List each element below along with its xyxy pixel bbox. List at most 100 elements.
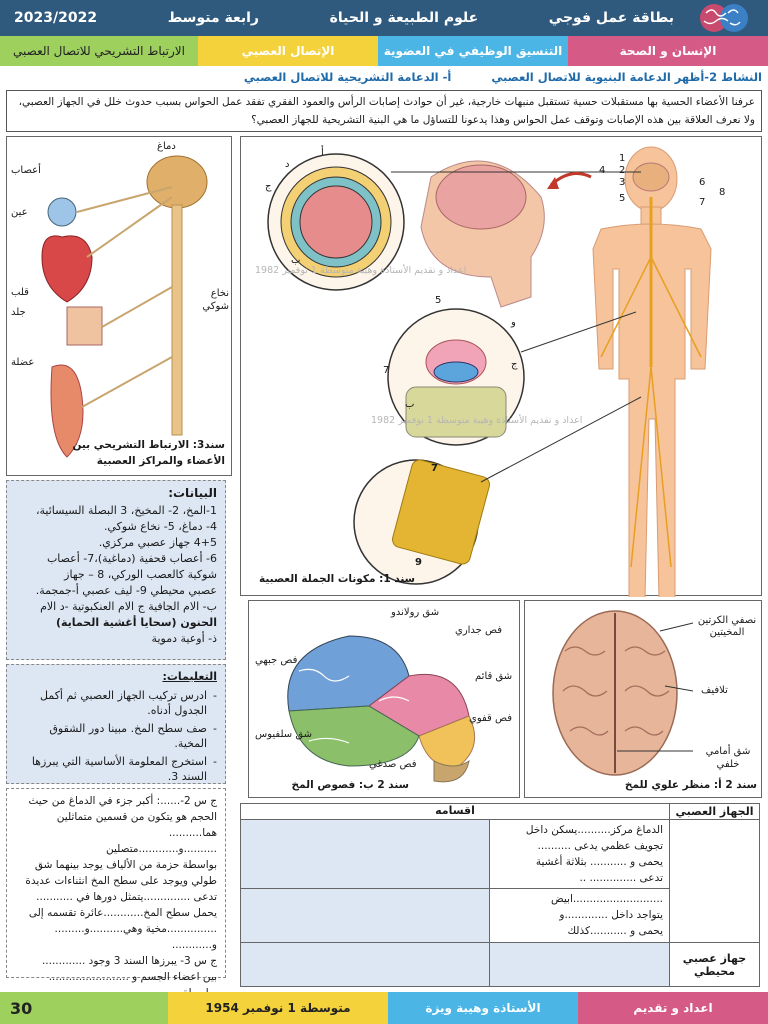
header-title-group: بطاقة عمل فوجي [549, 1, 760, 35]
nerve-fiber-bundle [353, 459, 490, 585]
topic-tabs: الإنسان و الصحة التنسيق الوظيفي في العضو… [0, 36, 768, 66]
instruction-text: صف سطح المخ. مبينا دور الشقوق المخية. [49, 722, 208, 750]
instruction-item: -استخرج المعلومة الأساسية التي يبرزها ال… [15, 754, 217, 784]
body-label-8: 8 [719, 187, 726, 198]
doc2a-caption: سند 2 أ: منظر علوي للمخ [624, 779, 757, 791]
table-line: ...........................ابيض [551, 893, 663, 905]
answer-line: بين اعضاء الجسم و ......................… [48, 971, 217, 983]
body-label-6: 6 [699, 177, 706, 188]
activity-heading: النشاط 2-أظهر الدعامة البنيوية للاتصال ا… [244, 70, 762, 84]
table-cell-blank[interactable] [240, 942, 490, 987]
doc2a-label-fissure: شق أمامي خلفي [705, 746, 751, 770]
card-title: بطاقة عمل فوجي [548, 10, 674, 26]
table-line: تجويف عظمي يدعى .......... [537, 840, 663, 852]
instruction-item: -صف سطح المخ. مبينا دور الشقوق المخية. [15, 721, 217, 751]
brain-label-d: د [285, 159, 290, 170]
tab-human-health: الإنسان و الصحة [568, 36, 768, 66]
legend-line: شوكية كالعصب الوركي، 8 – جهاز [64, 568, 217, 581]
footer-teacher: الأستاذة وهيبة ويزة [388, 992, 578, 1024]
doc3-spinal-cord [171, 204, 183, 436]
frontal-lobe [287, 635, 410, 712]
brain-logo-icon [700, 4, 748, 32]
doc3-skin [66, 306, 103, 346]
table-line: يحمى و ........... بثلاثة أغشية [535, 856, 663, 868]
doc2b-label-vertical-fissure: شق قائم [475, 671, 513, 682]
answer-line: بواسطة حزمة من الألياف يوجد بينهما شق [34, 859, 217, 871]
table-line: يتواجد داخل .............و [559, 909, 663, 921]
doc2a-label-hemispheres: نصفي الكرتين المخيتين [697, 615, 757, 638]
cerebellum [433, 759, 470, 783]
doc3-label-spinal: نخاع شوكي [202, 288, 229, 312]
footer-bar: اعداد و تقديم الأستاذة وهيبة ويزة متوسطة… [0, 992, 768, 1024]
body-label-4: 4 [599, 165, 606, 176]
answer-line: طولي ويوجد على سطح المخ انثناءات عديدة [25, 875, 217, 887]
body-label-7: 7 [699, 197, 706, 208]
doc2b-illustration [287, 635, 476, 783]
doc2b-caption: سند 2 ب: فصوص المخ [291, 779, 409, 791]
nervous-system-table: الجهاز العصبي اقسامه الدماغ مركز........… [240, 803, 760, 987]
body-label-5: 5 [619, 193, 626, 204]
answer-line: ..........و............متصلين [105, 843, 217, 855]
brain-label-b: ب [291, 255, 301, 266]
activity-subtitle: أ- الدعامة التشريحية للاتصال العصبي [243, 70, 452, 84]
tab-anatomical-link: الارتباط التشريحي للاتصال العصبي [0, 36, 198, 66]
doc2b-panel: شق رولاندو فص جداري فص جبهي شق قائم فص ق… [248, 600, 520, 798]
table-header-parts: اقسامه [240, 803, 670, 820]
doc2b-label-temporal: فص صدغي [369, 759, 417, 770]
table-cell-brain[interactable]: الدماغ مركز..........يسكن داخل تجويف عظم… [489, 819, 670, 889]
doc1-illustration [267, 146, 712, 597]
doc1-caption: سند 1: مكونات الجملة العصبية [259, 573, 416, 585]
temporal-lobe [288, 705, 420, 767]
instruction-text: ادرس تركيب الجهاز العصبي ثم أكمل الجدول … [40, 689, 208, 717]
spine-label-5: 5 [435, 295, 442, 306]
doc1-panel: 1 2 3 4 5 6 7 8 أ ب ج د 5 و ج 7 ب 7 9 اع… [240, 136, 762, 597]
tab-nervous-communication: الإتصال العصبي [198, 36, 378, 66]
doc2a-illustration [552, 610, 694, 776]
body-label-2: 2 [619, 165, 626, 176]
legend-line: 4+5 جهاز عصبي مركزي. [98, 536, 217, 549]
peripheral-nerves [600, 256, 702, 568]
doc2b-label-rolando: شق رولاندو [391, 607, 440, 618]
year-title: 2023/2022 [14, 10, 98, 26]
answer-line: ج س 2-......: أكبر جزء في الدماغ من حيث [28, 795, 217, 807]
doc3-panel: دماغ أعصاب عين قلب جلد عضلة نخاع شوكي سن… [6, 136, 232, 476]
doc3-label-brain: دماغ [157, 141, 176, 152]
doc3-label-skin: جلد [11, 307, 26, 318]
doc3-muscle [50, 364, 84, 458]
footer-prepared-by: اعداد و تقديم [578, 992, 768, 1024]
legend-line: الحنون (سحايا أغشية الحماية) [55, 616, 217, 629]
answer-line: الحجم هو يتكون من قسمين متماثلين هما....… [56, 811, 217, 839]
instruction-text: استخرج المعلومة الأساسية التي يبرزها الس… [31, 755, 208, 783]
level-title: رابعة متوسط [167, 10, 259, 26]
doc3-caption-1: سند3: الارتباط التشريحي بين [72, 439, 225, 451]
table-cell-spinal[interactable]: ...........................ابيض يتواجد د… [489, 888, 670, 943]
answers-box: ج س 2-......: أكبر جزء في الدماغ من حيث … [6, 788, 226, 999]
doc2a-label-convolutions: تلافيف [701, 685, 728, 696]
spine-label-7: 7 [383, 365, 390, 376]
table-cell-blank[interactable] [240, 819, 490, 889]
nerve-label-7: 7 [431, 463, 438, 474]
answer-line: يحمل سطح المخ............عائرة تقسمه إلى [28, 907, 217, 919]
doc3-label-heart: قلب [11, 287, 29, 298]
doc3-heart [41, 235, 93, 303]
spine-label-b: ب [405, 399, 415, 410]
doc3-label-nerves: أعصاب [11, 165, 41, 176]
doc3-brain [146, 155, 208, 209]
legend-line: ب- الام الجافية ج الام العنكبوتية -د الا… [40, 600, 217, 613]
footer-page-number: 30 [0, 992, 168, 1024]
table-cell-blank[interactable] [240, 888, 490, 943]
doc1-watermark-1: اعداد و تقديم الأستاذة وهيبة متوسطة 1 نو… [255, 265, 467, 276]
legend-title: البيانات: [168, 486, 217, 500]
spine-label-w: و [511, 317, 516, 328]
brain-label-c: ج [265, 181, 272, 192]
body-label-3: 3 [619, 177, 626, 188]
doc2b-label-frontal: فص جبهي [255, 655, 298, 666]
spine-label-j: ج [511, 359, 518, 370]
table-cell-peripheral: جهاز عصبي محيطي [669, 942, 760, 987]
legend-line: 4- دماغ، 5- نخاع شوكي. [103, 520, 217, 533]
answer-line: ...............مخية وهي..........و......… [54, 923, 217, 935]
table-line: تدعى .............. .. [579, 872, 663, 884]
legend-line: ذ- أوعية دموية [151, 632, 217, 645]
nerve-label-9: 9 [415, 557, 422, 568]
table-cell-blank[interactable] [489, 942, 670, 987]
